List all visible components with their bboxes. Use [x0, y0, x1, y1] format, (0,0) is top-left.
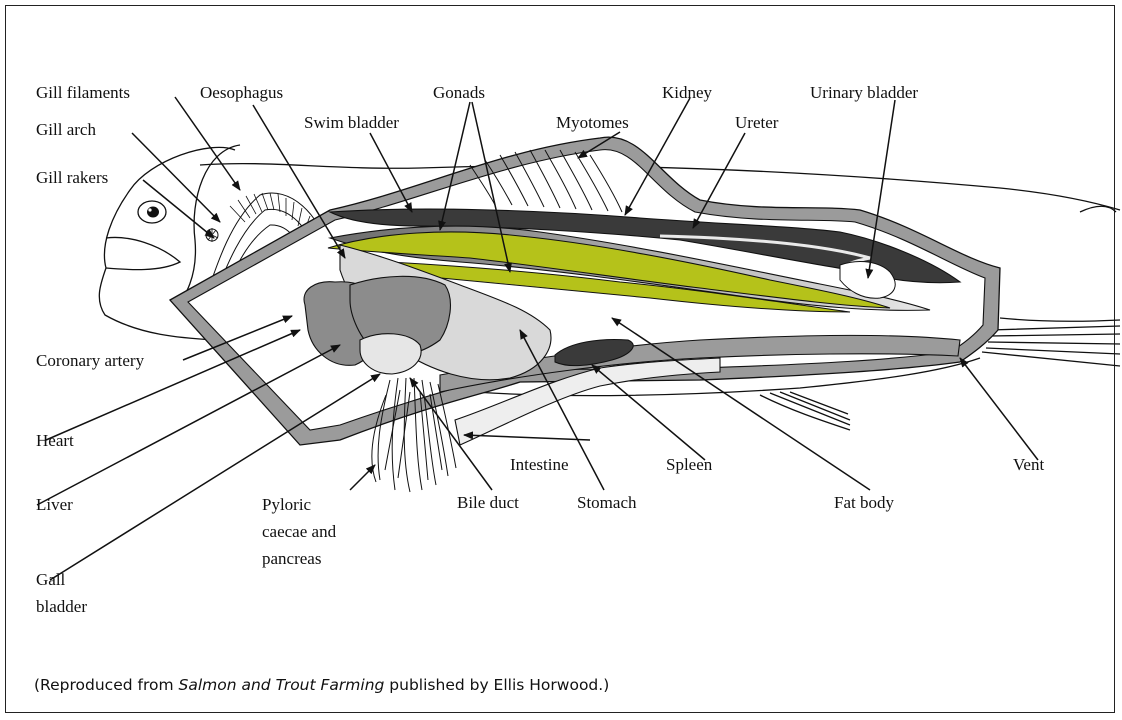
caption-prefix: (Reproduced from — [34, 676, 179, 694]
label-coronary-artery: Coronary artery — [36, 351, 145, 370]
label-gonads: Gonads — [433, 83, 485, 102]
label-intestine: Intestine — [510, 455, 569, 474]
label-ureter: Ureter — [735, 113, 779, 132]
caption-suffix: published by Ellis Horwood.) — [384, 676, 609, 694]
label-swim-bladder: Swim bladder — [304, 113, 399, 132]
label-pyloric-line1: Pyloric — [262, 495, 312, 514]
label-spleen: Spleen — [666, 455, 713, 474]
caption-title: Salmon and Trout Farming — [179, 676, 385, 694]
label-gall-bladder-line2: bladder — [36, 597, 87, 616]
label-fat-body: Fat body — [834, 493, 894, 512]
label-kidney: Kidney — [662, 83, 713, 102]
label-liver: Liver — [36, 495, 73, 514]
label-pyloric-line3: pancreas — [262, 549, 321, 568]
label-urinary-bladder: Urinary bladder — [810, 83, 918, 102]
label-heart: Heart — [36, 431, 74, 450]
label-pyloric-line2: caecae and — [262, 522, 337, 541]
label-gill-arch: Gill arch — [36, 120, 96, 139]
label-bile-duct: Bile duct — [457, 493, 519, 512]
label-stomach: Stomach — [577, 493, 637, 512]
label-oesophagus: Oesophagus — [200, 83, 283, 102]
label-myotomes: Myotomes — [556, 113, 629, 132]
label-gill-rakers: Gill rakers — [36, 168, 108, 187]
label-vent: Vent — [1013, 455, 1044, 474]
eye — [138, 201, 166, 223]
label-gill-filaments: Gill filaments — [36, 83, 130, 102]
figure-caption: (Reproduced from Salmon and Trout Farmin… — [34, 676, 609, 694]
label-gall-bladder-line1: Gall — [36, 570, 66, 589]
